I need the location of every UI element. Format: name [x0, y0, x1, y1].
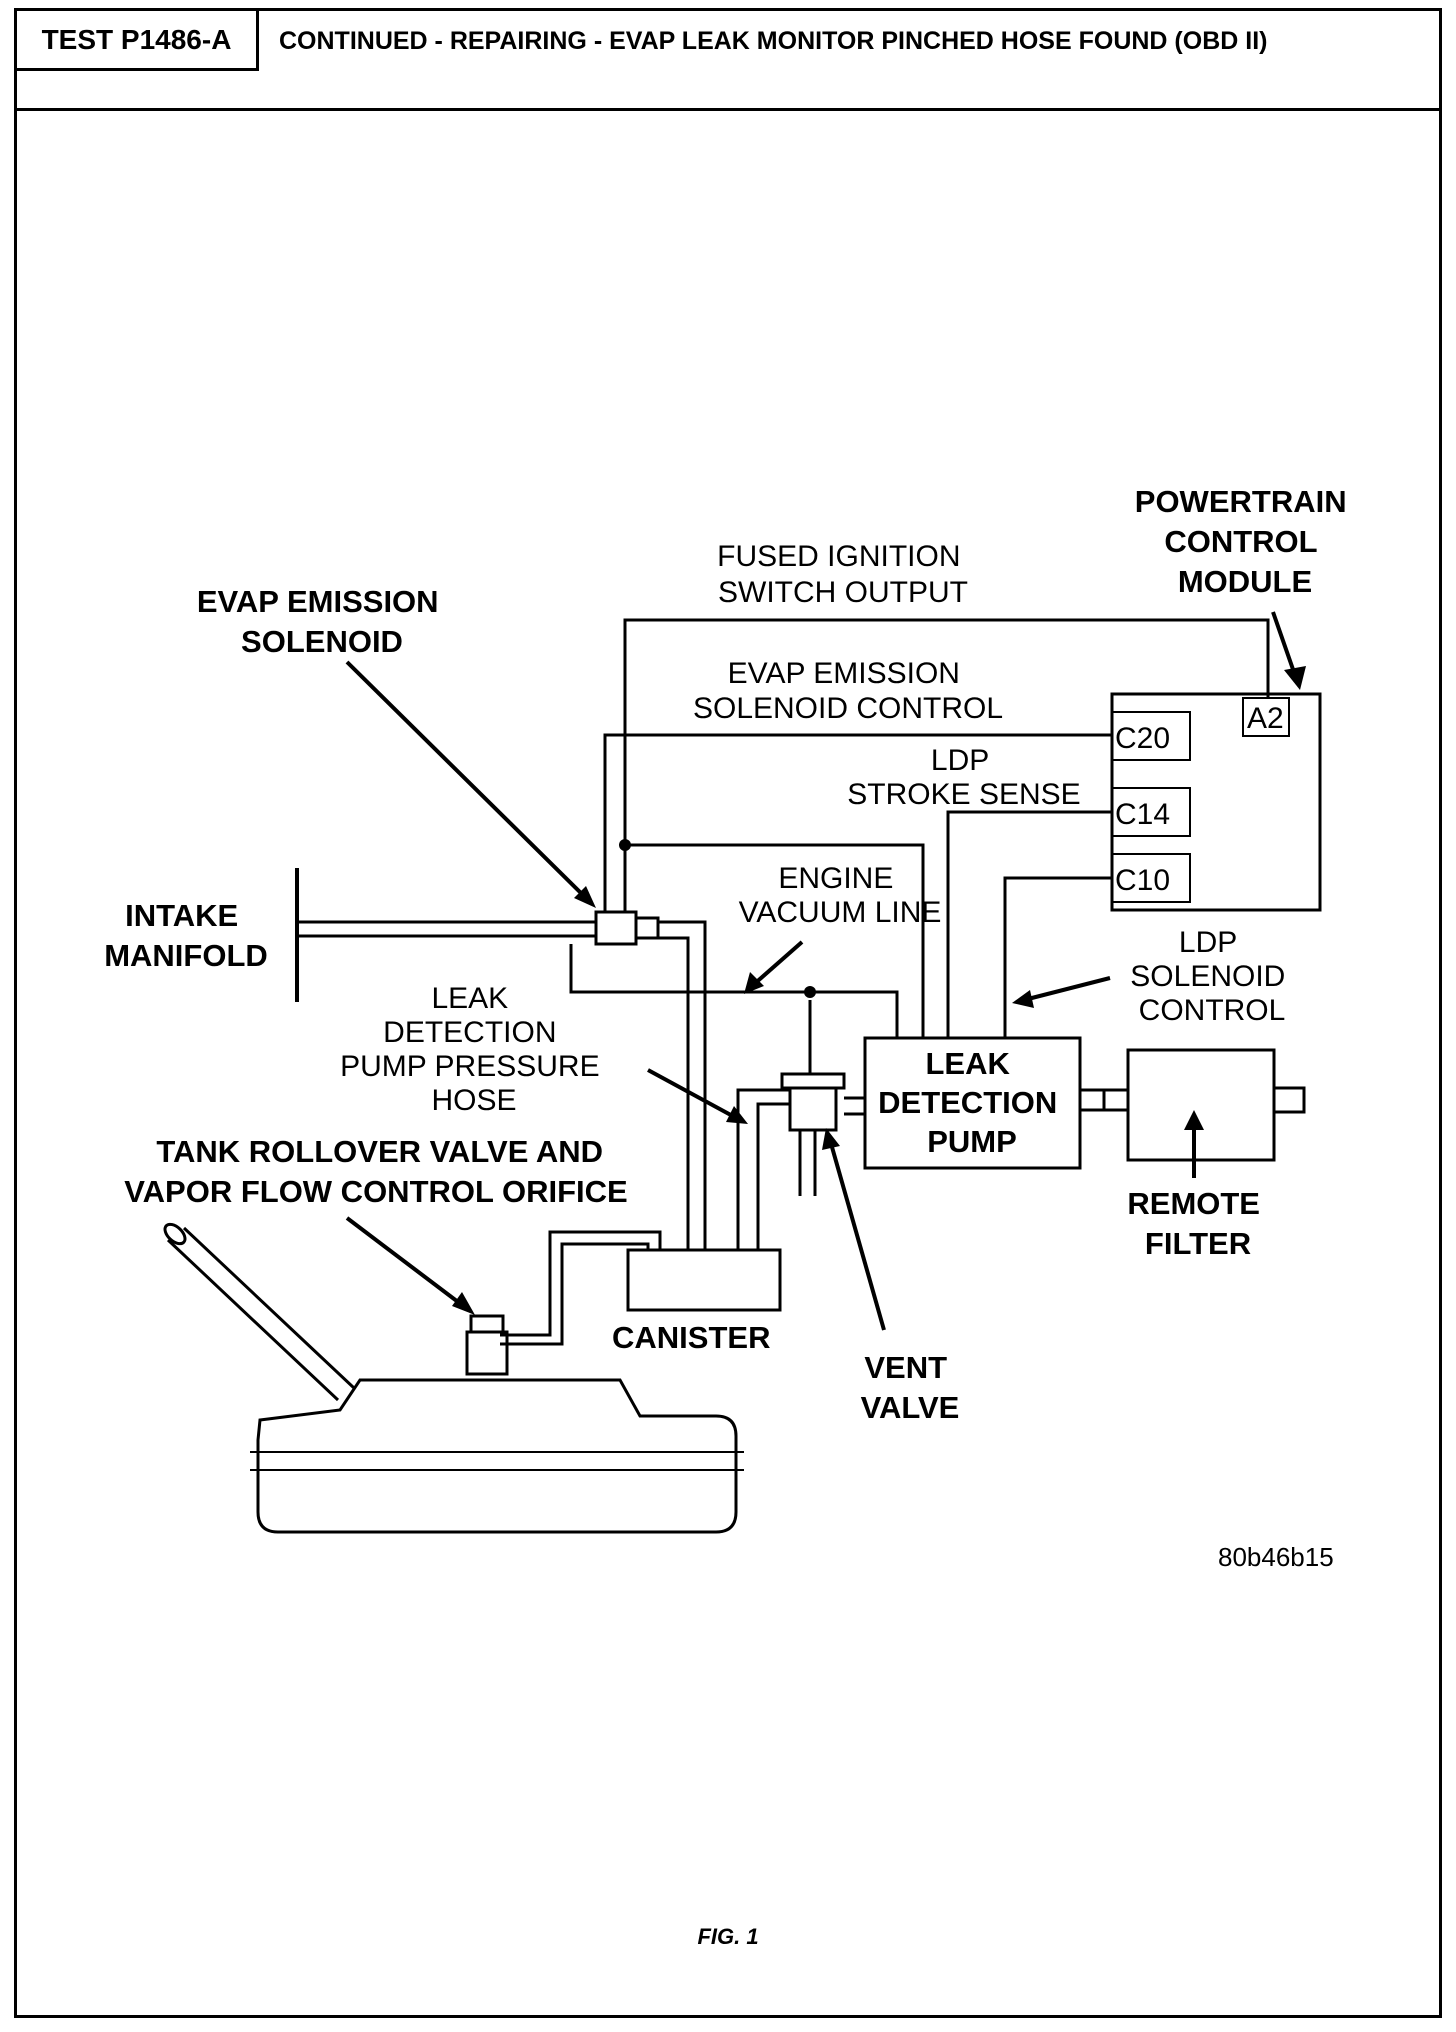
label-evap-control: EVAP EMISSION SOLENOID CONTROL — [693, 657, 1003, 725]
engine-vacuum-line — [569, 944, 899, 1038]
filler-neck-top — [166, 1238, 340, 1402]
label-vent-valve: VENT VALVE — [861, 1350, 960, 1425]
label-ldp-stroke-sense: LDP STROKE SENSE — [847, 744, 1080, 811]
arrowhead-pcm — [1284, 666, 1306, 690]
arrowhead-engine-vacuum — [744, 972, 764, 994]
wire-fused-ignition — [623, 618, 1270, 912]
arrow-pressure-hose — [647, 1068, 741, 1122]
label-tank-rollover-valve: TANK ROLLOVER VALVE AND VAPOR FLOW CONTR… — [124, 1134, 627, 1209]
arrow-evap-solenoid — [345, 660, 590, 902]
figure-caption: FIG. 1 — [697, 1924, 758, 1949]
wire-evap-control — [603, 733, 1112, 912]
pressure-hose-outer — [736, 1088, 790, 1250]
rollover-valve-cap — [469, 1314, 505, 1334]
label-fused-ignition: FUSED IGNITION SWITCH OUTPUT — [717, 540, 969, 609]
vent-valve-cap — [780, 1072, 846, 1090]
pin-a2: A2 — [1247, 702, 1284, 735]
evap-solenoid-body — [594, 910, 638, 946]
wire-ldp-solenoid — [1003, 876, 1112, 1038]
arrow-rollover-valve — [345, 1216, 468, 1310]
pin-c14: C14 — [1115, 798, 1170, 831]
label-leak-hose: LEAK DETECTION PUMP PRESSURE HOSE — [340, 982, 608, 1117]
pin-c20: C20 — [1115, 722, 1170, 755]
fuel-tank — [256, 1378, 738, 1534]
label-leak-detection-pump: LEAK DETECTION PUMP — [878, 1046, 1066, 1159]
purge-hose-inner — [658, 936, 690, 1250]
pin-c10: C10 — [1115, 864, 1170, 897]
label-canister: CANISTER — [612, 1320, 770, 1355]
label-remote-filter: REMOTE FILTER — [1127, 1186, 1268, 1261]
filler-neck-bottom — [182, 1226, 356, 1390]
arrowhead-remote-filter — [1184, 1110, 1204, 1130]
arrowhead-vent-valve — [822, 1128, 840, 1150]
arrow-vent-valve — [828, 1139, 886, 1331]
test-id: TEST P1486-A — [17, 11, 259, 71]
test-title: CONTINUED - REPAIRING - EVAP LEAK MONITO… — [279, 27, 1268, 55]
label-pcm: POWERTRAIN CONTROL MODULE — [1135, 484, 1355, 599]
canister-box — [626, 1248, 782, 1312]
junction-dot-vacuum — [804, 986, 816, 998]
label-intake-manifold: INTAKE MANIFOLD — [104, 898, 268, 973]
junction-dot-ignition — [619, 839, 631, 851]
remote-filter-box — [1126, 1048, 1276, 1162]
vapor-hose-inner — [500, 1242, 650, 1346]
purge-hose-outer — [658, 920, 707, 1250]
arrowhead-rollover-valve — [452, 1292, 475, 1315]
label-evap-solenoid: EVAP EMISSION SOLENOID — [197, 584, 447, 659]
evap-solenoid-port — [634, 916, 660, 940]
wire-stroke-sense — [946, 810, 1112, 1038]
arrowhead-pressure-hose — [726, 1106, 748, 1124]
figure-code: 80b46b15 — [1218, 1542, 1334, 1572]
page-frame: TEST P1486-A CONTINUED - REPAIRING - EVA… — [14, 8, 1442, 2018]
rollover-valve-body — [465, 1330, 509, 1376]
vapor-hose-outer — [500, 1230, 662, 1337]
arrowhead-ldp-solenoid — [1012, 990, 1034, 1008]
arrow-pcm — [1271, 611, 1298, 679]
wire-branch — [625, 843, 925, 1038]
arrowhead-evap-solenoid — [574, 886, 596, 908]
vent-valve-body — [788, 1086, 838, 1132]
arrow-ldp-solenoid — [1023, 976, 1111, 1002]
label-ldp-solenoid-control: LDP SOLENOID CONTROL — [1130, 926, 1293, 1027]
pin-box-a2 — [1242, 697, 1290, 737]
filler-cap — [163, 1222, 187, 1246]
arrow-engine-vacuum — [750, 940, 804, 988]
leak-detection-pump-box — [863, 1036, 1082, 1170]
label-engine-vacuum: ENGINE VACUUM LINE — [739, 862, 942, 929]
remote-filter-outlet — [1272, 1086, 1306, 1114]
test-header: TEST P1486-A CONTINUED - REPAIRING - EVA… — [17, 11, 1439, 111]
pressure-hose-inner — [756, 1102, 790, 1250]
